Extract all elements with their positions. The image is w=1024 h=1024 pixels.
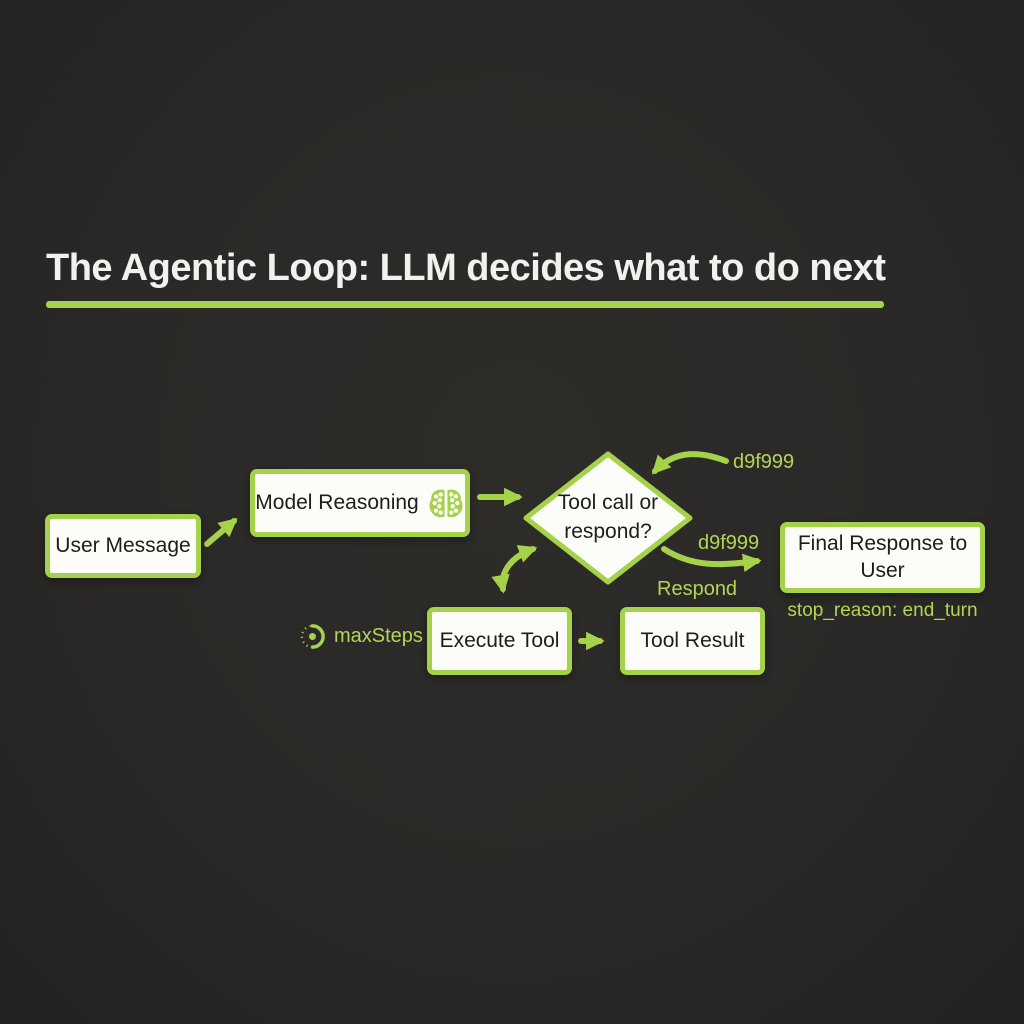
- edge-label-respond-top: d9f999: [698, 532, 760, 554]
- edge-label-respond: Respond: [657, 578, 738, 600]
- node-tool-result: Tool Result: [620, 607, 765, 675]
- node-user-message: User Message: [45, 514, 201, 578]
- stop-reason-label: stop_reason: end_turn: [787, 600, 978, 621]
- node-model-reasoning-label: Model Reasoning: [255, 490, 419, 514]
- node-execute-tool-label: Execute Tool: [439, 628, 560, 652]
- edge-label-loop-top: d9f999: [733, 451, 795, 473]
- edge-decision-execute-loop: [491, 545, 538, 594]
- page-title: The Agentic Loop: LLM decides what to do…: [46, 247, 886, 289]
- brain-icon: [429, 489, 463, 517]
- title-underline: [46, 301, 884, 308]
- node-tool-result-label: Tool Result: [640, 628, 745, 652]
- max-steps-spinner-icon: [300, 624, 325, 649]
- node-user-message-label: User Message: [55, 533, 191, 557]
- max-steps-badge: maxSteps: [299, 623, 423, 650]
- node-execute-tool: Execute Tool: [427, 607, 572, 675]
- node-final-response: Final Response to User: [780, 522, 985, 593]
- node-final-response-label: Final Response to User: [797, 532, 968, 582]
- max-steps-label: maxSteps: [334, 625, 423, 647]
- edge-user-to-model: [204, 517, 238, 547]
- edge-loop-into-decision: [651, 451, 729, 475]
- node-model-reasoning: Model Reasoning: [250, 469, 470, 537]
- node-decision-label: Tool call or respond?: [557, 491, 659, 544]
